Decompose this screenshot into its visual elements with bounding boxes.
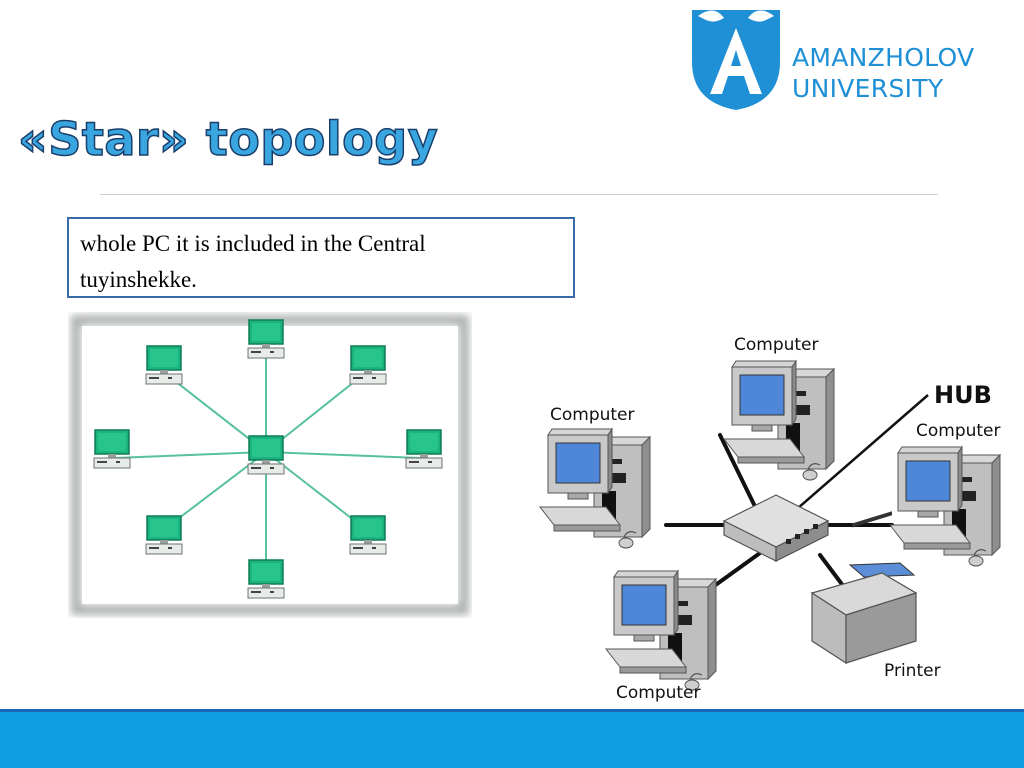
footer-bar — [0, 712, 1024, 768]
logo-line-1: AMANZHOLOV — [792, 43, 975, 72]
label-printer: Printer — [884, 661, 941, 681]
text-box: whole PC it is included in the Central t… — [67, 217, 575, 298]
label-computer-right: Computer — [916, 421, 1001, 441]
text-box-line-1: whole PC it is included in the Central — [80, 231, 426, 256]
logo-text: AMANZHOLOV UNIVERSITY — [792, 42, 974, 104]
label-computer-left: Computer — [550, 405, 635, 425]
slide-title: «Star» topology — [17, 111, 439, 167]
hub-network-illustration — [539, 360, 1001, 691]
hub-network-diagram: Computer HUB Computer Computer Printer C… — [520, 325, 1024, 710]
title-divider — [100, 194, 938, 195]
university-logo: A AMANZHOLOV UNIVERSITY — [684, 2, 1004, 112]
star-network-diagram — [71, 315, 469, 615]
label-hub: HUB — [934, 381, 992, 409]
label-computer-bottom: Computer — [616, 683, 701, 703]
university-logo-icon: A — [692, 10, 780, 110]
label-computer-top: Computer — [734, 335, 819, 355]
footer-stripe — [0, 709, 1024, 714]
text-box-line-2: tuyinshekke. — [80, 267, 197, 292]
logo-mark-letter: A — [736, 100, 737, 103]
logo-line-2: UNIVERSITY — [792, 74, 944, 103]
